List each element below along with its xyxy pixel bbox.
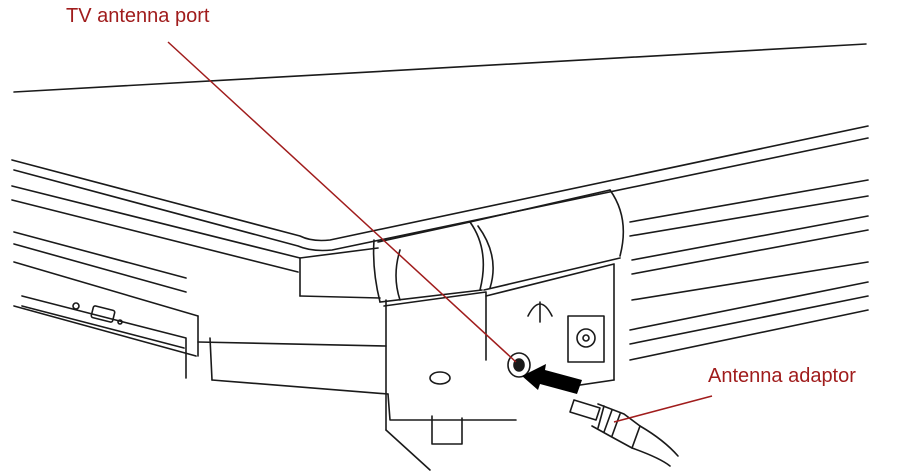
optical-drive: [21, 295, 187, 379]
leader-line-antenna-adaptor: [613, 395, 713, 423]
insert-arrow: [522, 364, 582, 394]
power-jack: [567, 315, 605, 363]
rear-panel: [383, 263, 615, 421]
laptop-lid: [11, 43, 869, 252]
label-tv-antenna-port: TV antenna port: [66, 5, 210, 27]
leader-line-tv-antenna-port: [167, 41, 517, 363]
antenna-adaptor-plug: [569, 399, 679, 467]
tv-antenna-port: [507, 352, 531, 378]
hinge: [372, 189, 625, 303]
label-antenna-adaptor: Antenna adaptor: [708, 365, 856, 387]
laptop-base: [11, 179, 869, 471]
